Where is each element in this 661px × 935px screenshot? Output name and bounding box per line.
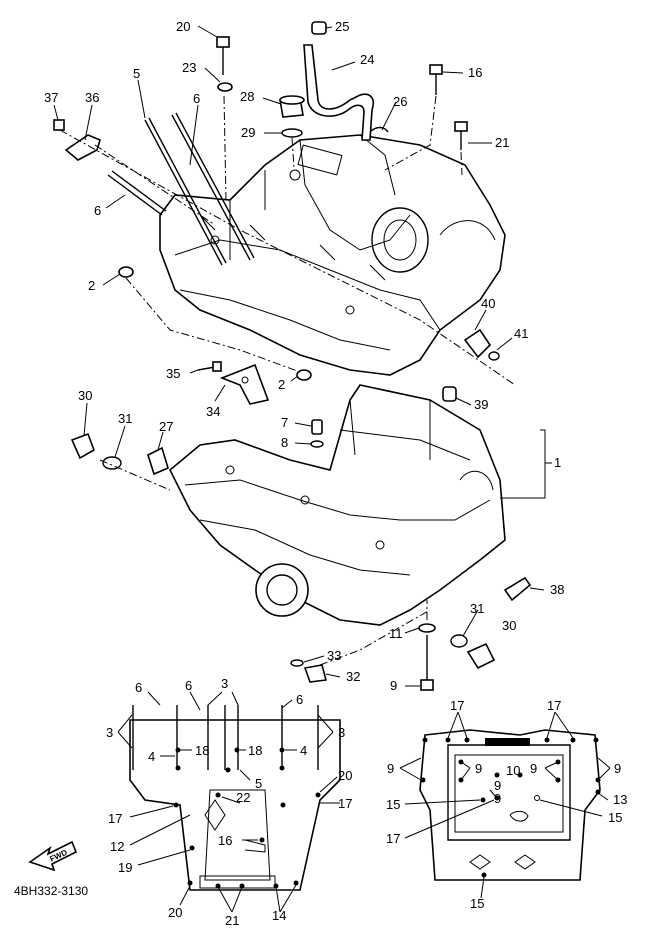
lower-crankcase [169,384,506,626]
callout-label: 28 [240,89,254,104]
upper-crankcase [159,134,506,376]
sensor-parts [463,328,500,361]
callout-label: 14 [272,908,286,923]
callout-label: 15 [386,797,400,812]
callout-label: 3 [106,725,113,740]
callout-label: 2 [278,377,285,392]
bolt-pattern-upper-view [117,691,341,913]
callout-label: 15 [470,896,484,911]
callout-label: 5 [133,66,140,81]
callout-label: 10 [506,763,520,778]
callout-label: 5 [255,776,262,791]
callout-label: 31 [118,411,132,426]
leader-lines [53,25,552,687]
callout-label: 38 [550,582,564,597]
lower-small-parts [70,386,532,691]
callout-label: 32 [346,669,360,684]
callout-label: 9 [475,761,482,776]
callout-label: 15 [608,810,622,825]
callout-label: 34 [206,404,220,419]
callout-label: 33 [327,648,341,663]
callout-label: 17 [547,698,561,713]
callout-label: 16 [218,833,232,848]
callout-label: 13 [613,792,627,807]
callout-label: 37 [44,90,58,105]
callout-label: 9 [494,791,501,806]
callout-label: 17 [450,698,464,713]
callout-label: 36 [85,90,99,105]
callout-label: 31 [470,601,484,616]
callout-label: 11 [389,626,403,641]
callout-label: 30 [78,388,92,403]
callout-label: 39 [474,397,488,412]
top-small-parts [53,21,468,161]
callout-label: 17 [108,811,122,826]
callout-label: 12 [110,839,124,854]
studs-upper [107,112,255,266]
callout-label: 6 [94,203,101,218]
callout-labels: 20 25 24 23 16 28 26 29 21 37 36 5 6 6 2… [44,19,627,928]
callout-label: 3 [338,725,345,740]
callout-label: 25 [335,19,349,34]
callout-label: 27 [159,419,173,434]
callout-label: 9 [614,761,621,776]
callout-label: 8 [281,435,288,450]
callout-label: 7 [281,415,288,430]
callout-label: 41 [514,326,528,341]
callout-label: 20 [176,19,190,34]
callout-label: 6 [135,680,142,695]
dowel-pins [118,266,312,381]
callout-label: 3 [221,676,228,691]
callout-label: 9 [494,778,501,793]
callout-label: 40 [481,296,495,311]
bolt-pattern-lower-view [399,711,611,899]
callout-label: 17 [338,796,352,811]
callout-label: 35 [166,366,180,381]
callout-label: 30 [502,618,516,633]
callout-label: 16 [468,65,482,80]
callout-label: 24 [360,52,374,67]
callout-label: 21 [225,913,239,928]
callout-label: 6 [296,692,303,707]
fwd-arrow-icon: FWD [28,840,78,872]
callout-label: 29 [241,125,255,140]
callout-label: 18 [195,743,209,758]
callout-label: 4 [300,743,307,758]
callout-label: 4 [148,749,155,764]
bracket-bolt [197,361,270,405]
callout-label: 20 [338,768,352,783]
callout-label: 21 [495,135,509,150]
callout-label: 6 [193,91,200,106]
callout-label: 26 [393,94,407,109]
callout-label: 6 [185,678,192,693]
callout-label: 1 [554,455,561,470]
callout-label: 23 [182,60,196,75]
diagram-code: 4BH332-3130 [14,884,88,898]
callout-label: 9 [387,761,394,776]
callout-label: 17 [386,831,400,846]
callout-label: 9 [530,761,537,776]
callout-label: 22 [236,790,250,805]
callout-label: 9 [390,678,397,693]
callout-label: 2 [88,278,95,293]
callout-label: 19 [118,860,132,875]
callout-label: 20 [168,905,182,920]
callout-label: 18 [248,743,262,758]
